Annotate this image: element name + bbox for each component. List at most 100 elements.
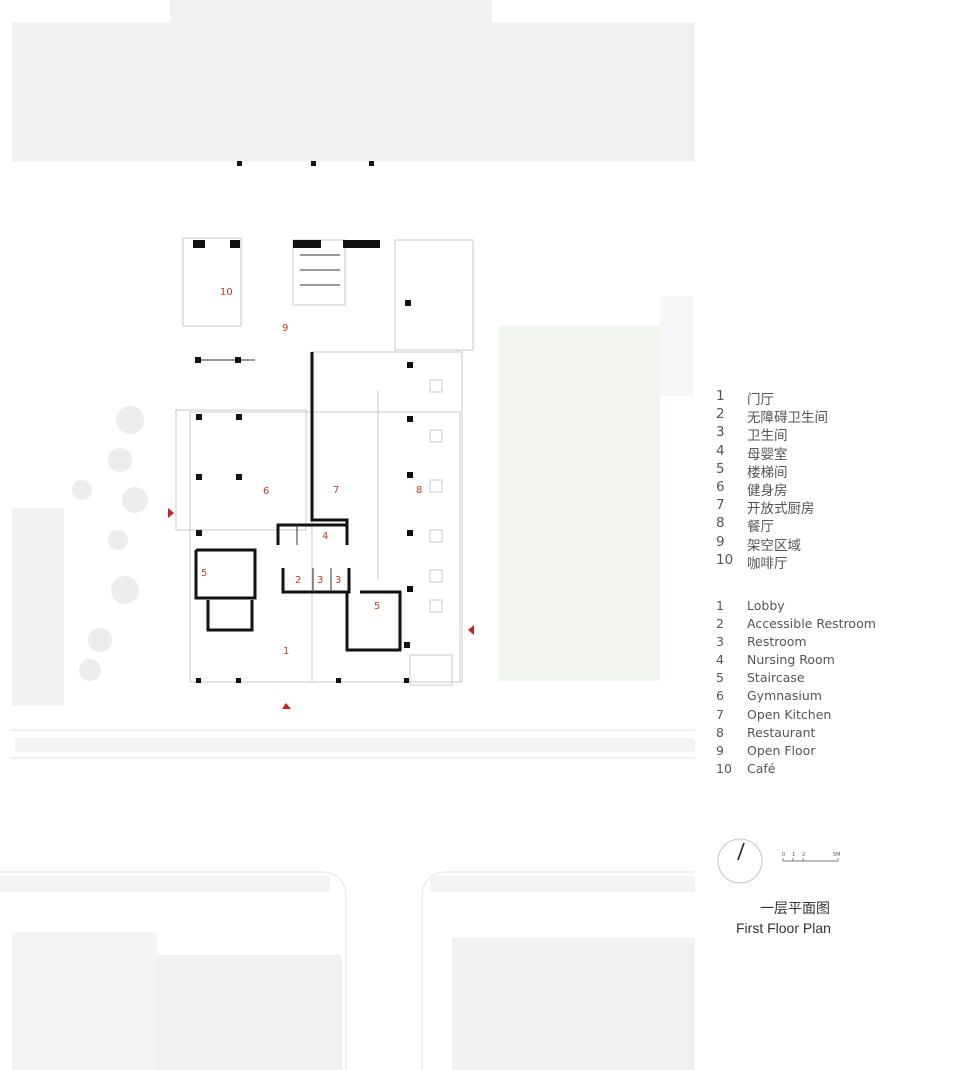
room-label-3a: 3 xyxy=(317,575,323,586)
east-green-block xyxy=(498,326,660,681)
south-building-left-inner xyxy=(157,955,342,1070)
context-buildings xyxy=(12,0,695,1070)
entrance-arrow-south xyxy=(282,703,291,709)
legend-en-label: Lobby xyxy=(747,598,785,613)
legend-cn-num: 7 xyxy=(716,497,725,514)
north-building-center xyxy=(170,0,492,162)
legend-en-label: Open Floor xyxy=(747,742,816,758)
north-building-left xyxy=(12,22,170,162)
legend-cn-item: 6 健身房 xyxy=(716,478,956,499)
legend-cn-label: 餐厅 xyxy=(747,519,774,536)
legend-en-num: 10 xyxy=(716,760,732,776)
legend-cn-label: 楼梯间 xyxy=(747,464,788,481)
legend-en-num: 7 xyxy=(716,706,724,722)
legend-en-label: Staircase xyxy=(747,670,805,686)
legend-cn-item: 4 母婴室 xyxy=(716,442,956,463)
legend-cn-label: 母婴室 xyxy=(747,446,788,463)
legend-cn-num: 8 xyxy=(716,515,725,532)
columns-north xyxy=(237,161,374,166)
legend-cn-label: 咖啡厅 xyxy=(747,555,788,572)
legend-en-item: 4 Nursing Room xyxy=(716,652,956,670)
room-label-4: 4 xyxy=(322,531,328,542)
entrance-arrow-west xyxy=(168,508,174,518)
legend-cn-num: 9 xyxy=(716,533,725,550)
room-label-8: 8 xyxy=(416,485,422,496)
scale-tick-0: 0 xyxy=(782,852,786,858)
room-label-5b: 5 xyxy=(374,601,380,612)
plan-title-english: First Floor Plan xyxy=(736,920,831,936)
legend-cn-item: 2 无障碍卫生间 xyxy=(716,406,956,427)
legend-en-label: Café xyxy=(747,760,776,776)
entrance-arrow-east xyxy=(468,625,474,635)
room-label-2: 2 xyxy=(295,575,301,586)
room-label-1: 1 xyxy=(283,646,289,657)
room-label-10: 10 xyxy=(220,287,233,298)
legend-cn-num: 5 xyxy=(716,460,725,477)
legend-en-item: 7 Open Kitchen xyxy=(716,707,956,725)
legend-cn-num: 10 xyxy=(716,551,734,568)
legend-en-num: 3 xyxy=(716,634,724,650)
north-building-right xyxy=(492,22,695,162)
legend-cn-label: 无障碍卫生间 xyxy=(747,410,828,427)
legend-english: 1 Lobby 2 Accessible Restroom 3 Restroom 4 N… xyxy=(716,598,956,779)
legend-en-label: Accessible Restroom xyxy=(747,616,876,632)
walls xyxy=(194,352,402,652)
legend-en-num: 2 xyxy=(716,616,724,632)
south-building-left xyxy=(12,932,157,1070)
scale-tick-1: 1 xyxy=(792,852,796,858)
legend-en-item: 6 Gymnasium xyxy=(716,688,956,706)
legend-cn-item: 7 开放式厨房 xyxy=(716,497,956,518)
east-annex xyxy=(660,296,694,396)
south-building-right xyxy=(452,938,695,1070)
columns xyxy=(193,240,413,683)
legend-cn-label: 开放式厨房 xyxy=(747,501,815,518)
street-lines xyxy=(0,729,695,1070)
legend-cn-label: 健身房 xyxy=(747,482,788,499)
legend-en-item: 10 Café xyxy=(716,761,956,779)
scale-bar xyxy=(782,858,839,862)
room-label-6: 6 xyxy=(263,486,269,497)
legend-cn-item: 8 餐厅 xyxy=(716,515,956,536)
restaurant-furniture xyxy=(377,379,443,613)
room-labels: 1 2 3 3 3 4 5 5 6 7 8 9 10 xyxy=(201,287,422,657)
legend-en-num: 9 xyxy=(716,742,724,758)
legend-cn-num: 6 xyxy=(716,478,725,495)
scale-tick-2: 2 xyxy=(802,852,806,858)
room-label-5a: 5 xyxy=(201,568,207,579)
legend-cn-label: 卫生间 xyxy=(747,428,788,445)
building-outline xyxy=(175,237,474,686)
room-label-9: 9 xyxy=(282,323,288,334)
legend-en-num: 5 xyxy=(716,670,724,686)
entrance-arrows xyxy=(168,508,474,709)
north-arrow xyxy=(717,838,763,884)
legend-en-label: Gymnasium xyxy=(747,688,822,704)
legend-en-item: 2 Accessible Restroom xyxy=(716,616,956,634)
legend-en-label: Open Kitchen xyxy=(747,706,832,722)
legend-cn-item: 9 架空区域 xyxy=(716,533,956,554)
legend-en-item: 3 Restroom xyxy=(716,634,956,652)
legend-cn-label: 门厅 xyxy=(747,392,774,408)
landscape-trees xyxy=(0,406,695,892)
legend-en-item: 5 Staircase xyxy=(716,670,956,688)
room-label-3b: 3 xyxy=(335,575,341,586)
thin-walls xyxy=(196,254,340,592)
west-building xyxy=(12,508,64,706)
legend-en-item: 9 Open Floor xyxy=(716,743,956,761)
legend-cn-num: 1 xyxy=(716,388,725,404)
legend-en-label: Nursing Room xyxy=(747,652,835,668)
legend-cn-num: 4 xyxy=(716,442,725,459)
legend-cn-item: 1 门厅 xyxy=(716,388,956,408)
legend-en-num: 4 xyxy=(716,652,724,668)
plan-title-chinese: 一层平面图 xyxy=(760,901,830,917)
legend-en-label: Restroom xyxy=(747,634,807,650)
legend-en-num: 6 xyxy=(716,688,724,704)
legend-cn-label: 架空区域 xyxy=(747,537,801,554)
legend-en-num: 1 xyxy=(716,598,724,613)
room-label-7: 7 xyxy=(333,485,339,496)
legend-en-num: 8 xyxy=(716,724,724,740)
legend-cn-num: 2 xyxy=(716,406,725,423)
